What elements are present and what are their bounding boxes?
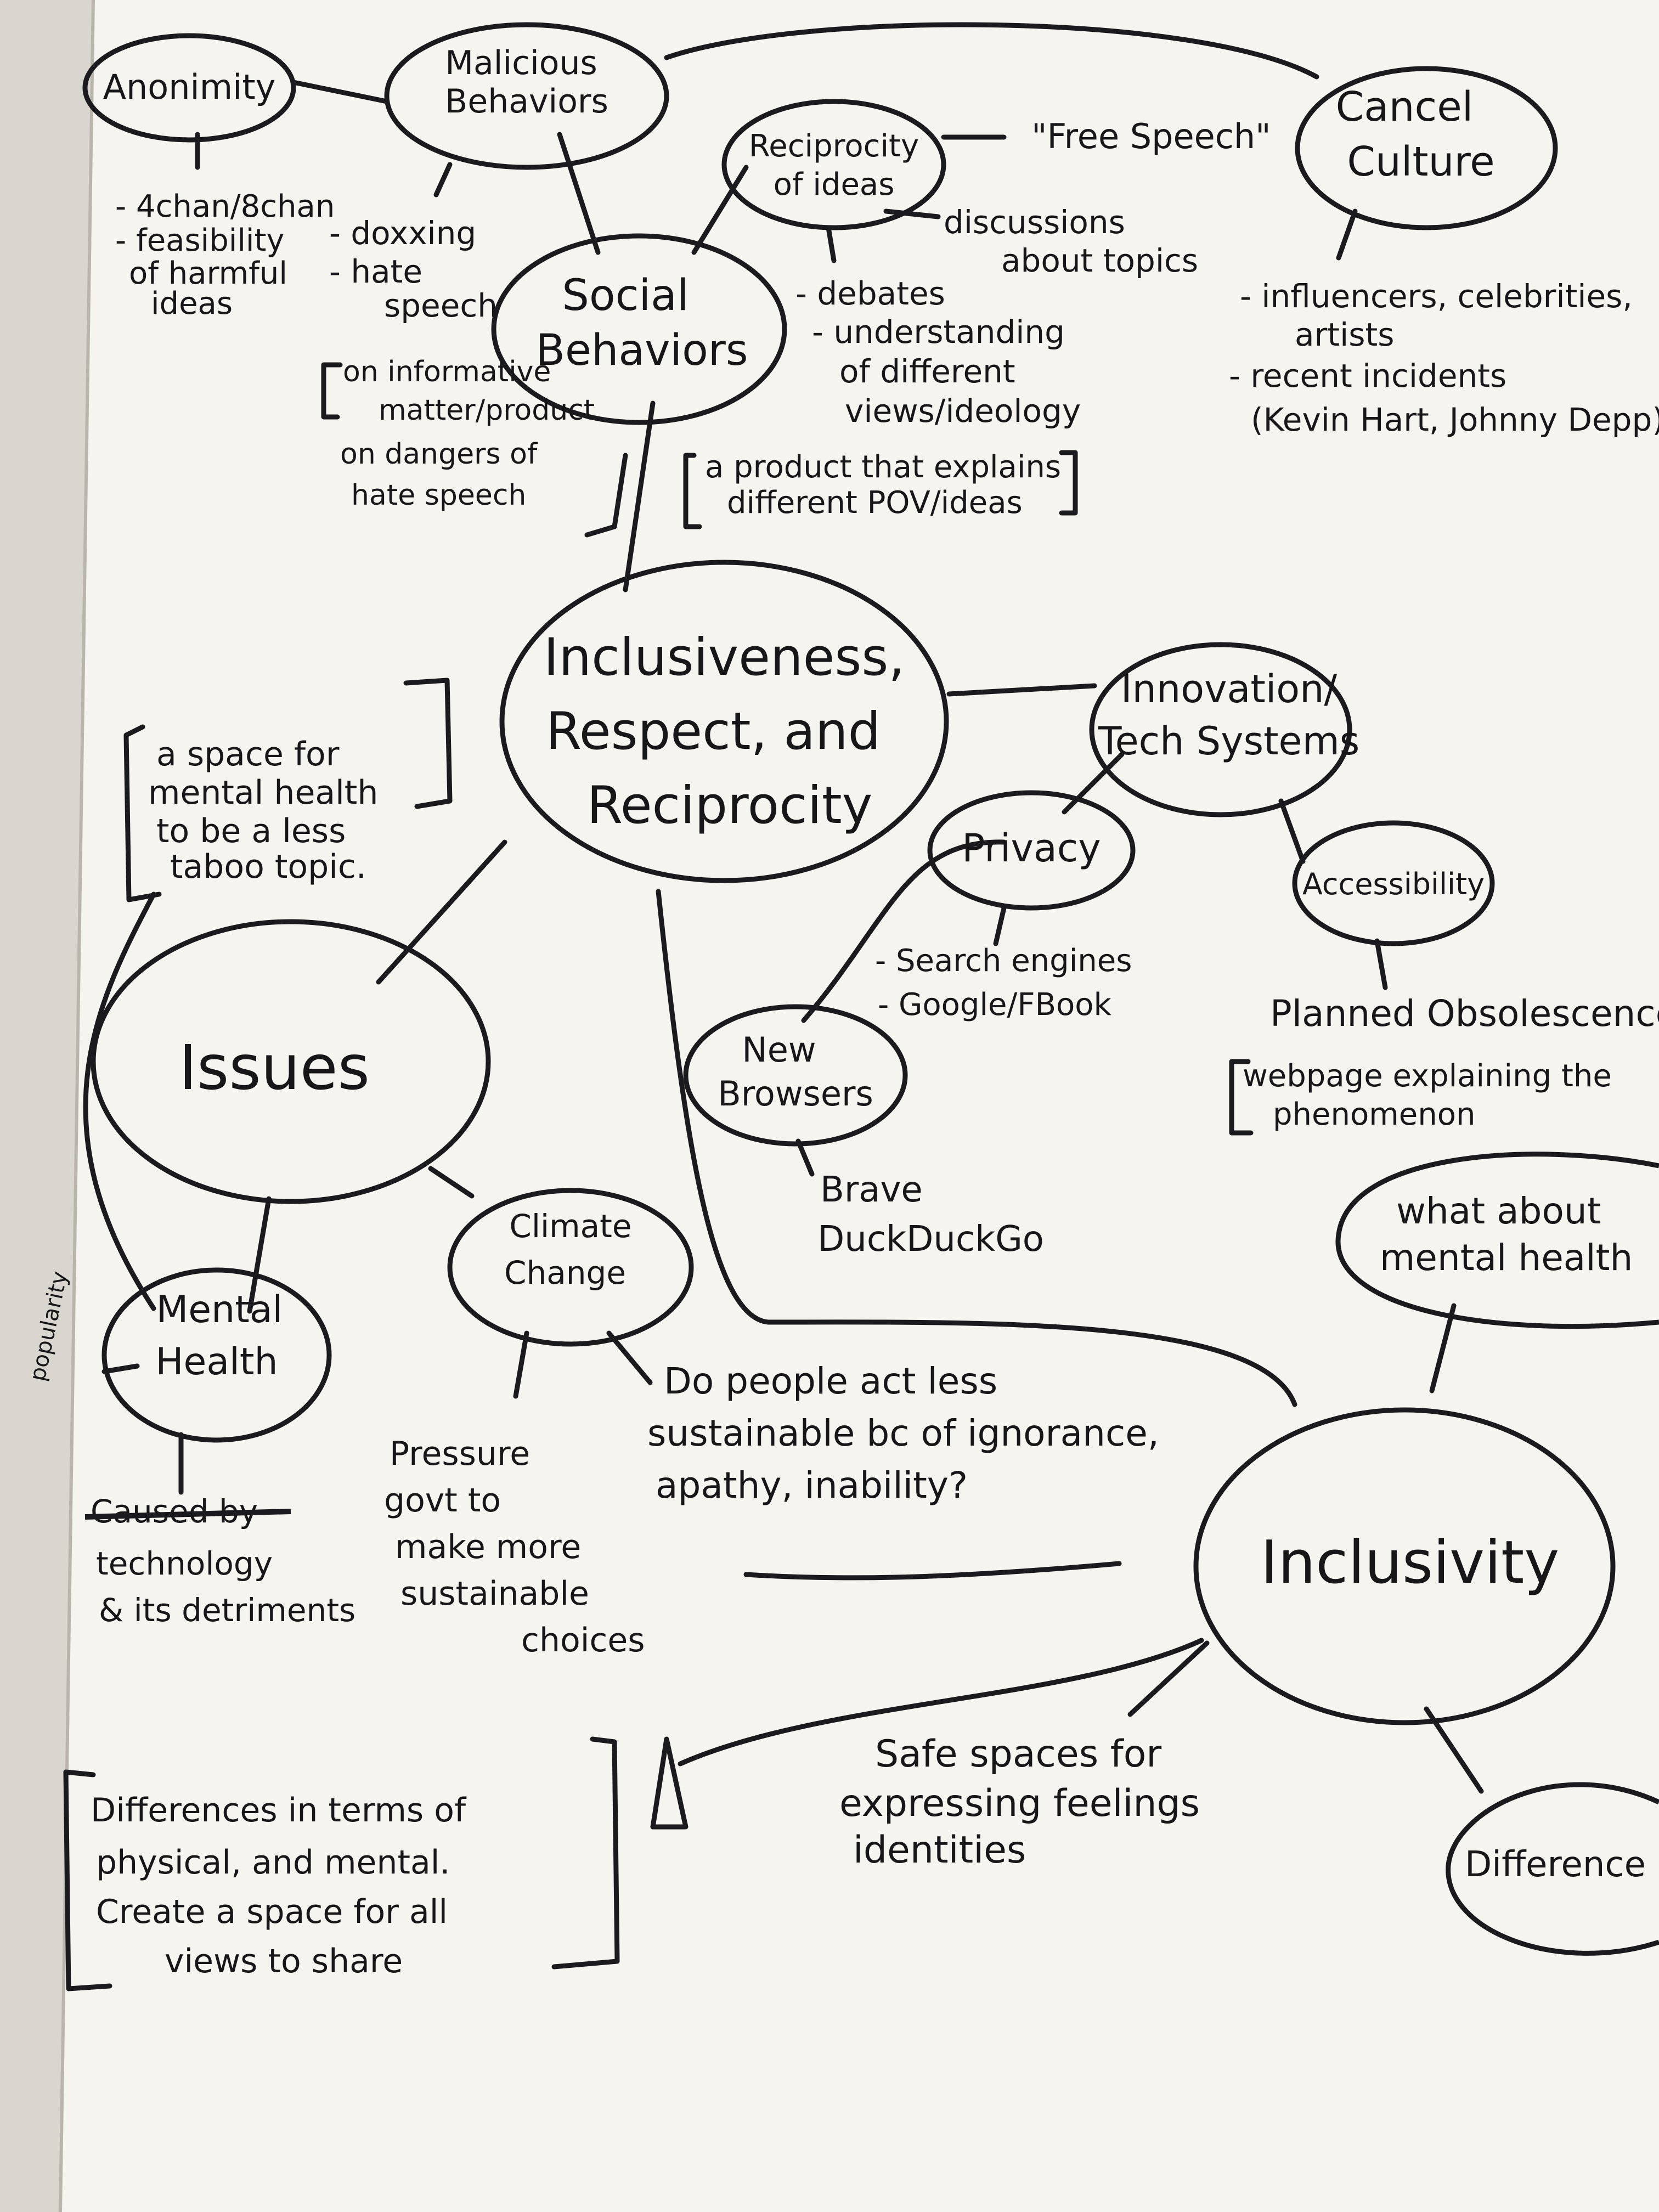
note-cancel: - influencers, celebrities,artists- rece…: [1229, 278, 1659, 438]
node-innovation-tech: Innovation/Tech Systems: [1098, 667, 1360, 764]
node-accessibility: Accessibility: [1302, 867, 1485, 901]
node-difference: Difference: [1465, 1844, 1646, 1885]
strikethrough: [84, 1509, 291, 1520]
note-privacy: - Search engines- Google/FBook: [875, 943, 1132, 1023]
connector-lines: [83, 22, 1484, 1794]
node-issues: Issues: [179, 1032, 370, 1104]
node-privacy: Privacy: [962, 826, 1101, 871]
note-free-speech: "Free Speech": [1031, 116, 1271, 156]
node-inclusivity: Inclusivity: [1261, 1528, 1560, 1597]
node-anonimity: Anonimity: [103, 67, 276, 107]
node-bubbles: [82, 22, 1659, 1956]
bracket-marks: [63, 362, 1254, 1991]
paper-page: [60, 0, 1659, 2212]
note-planned-obsolescence: Planned Obsolescence: [1270, 992, 1659, 1035]
